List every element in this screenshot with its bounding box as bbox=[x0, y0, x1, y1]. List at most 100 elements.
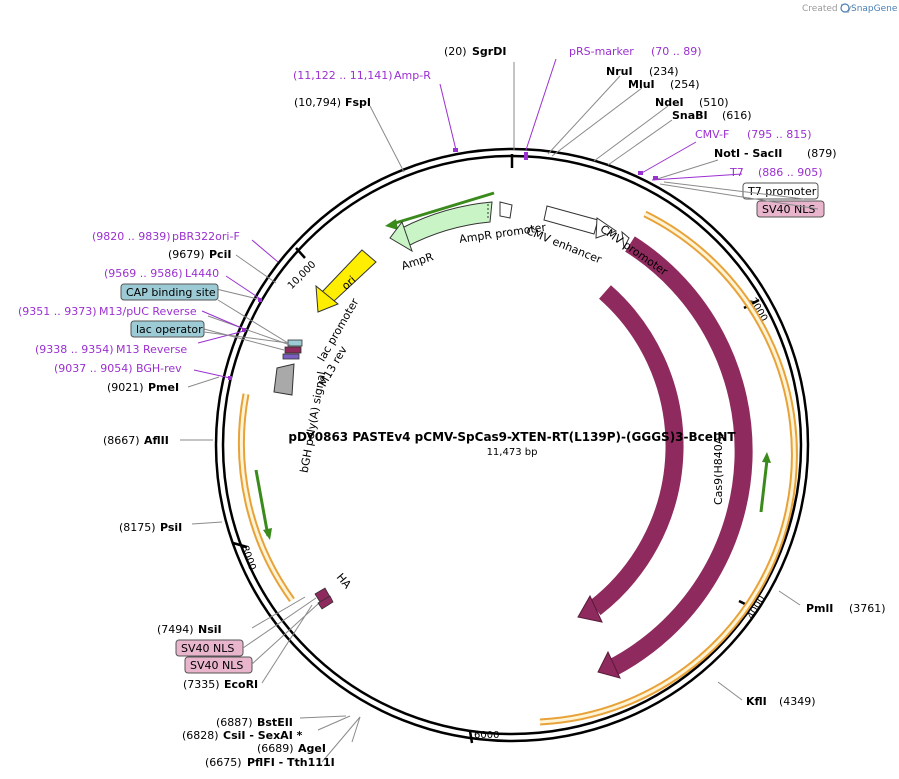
snapgene-logo-icon bbox=[840, 3, 850, 13]
primer-name-m13-reverse: M13 Reverse bbox=[116, 343, 187, 356]
site-pos-nrui: (234) bbox=[649, 65, 679, 78]
cap-site-label: CAP binding site bbox=[126, 286, 216, 299]
primer-name-pbr322ori-f: pBR322ori-F bbox=[172, 230, 240, 243]
site-pos-fspi: (10,794) bbox=[294, 96, 341, 109]
ampr-head bbox=[389, 220, 413, 253]
site-pos-pcii: (9679) bbox=[168, 248, 205, 261]
credit-brand: SnapGene bbox=[851, 4, 898, 14]
sv40-nls-box-top bbox=[756, 200, 825, 218]
sv40-nls-label-b: SV40 NLS bbox=[190, 659, 243, 672]
site-pos-snabi: (616) bbox=[722, 109, 752, 122]
orf-arrow-left-head bbox=[263, 528, 272, 540]
sv40-nls-label-a: SV40 NLS bbox=[181, 642, 234, 655]
sv40-nls-box-b bbox=[184, 656, 253, 674]
tick-label-10000: 10,000 bbox=[286, 259, 319, 292]
orf-arrow-top bbox=[391, 191, 495, 226]
site-pos-ecori: (7335) bbox=[183, 678, 220, 691]
site-name-agei: AgeI bbox=[298, 742, 326, 755]
bgh-feature bbox=[273, 363, 295, 396]
cas9-arc bbox=[589, 285, 684, 616]
site-pos-pmei: (9021) bbox=[107, 381, 144, 394]
primer-range-m13-reverse: (9338 .. 9354) bbox=[35, 343, 114, 356]
site-pos-kfli: (4349) bbox=[779, 695, 816, 708]
t7-box-leader bbox=[663, 181, 805, 200]
cas9-h840a-label: Cas9(H840A) bbox=[712, 432, 725, 505]
t7-promoter-label: T7 promoter bbox=[747, 185, 817, 198]
ha-label: HA bbox=[334, 571, 354, 592]
lac-op-leader bbox=[203, 331, 289, 344]
primer-range-m13-puc: (9351 .. 9373) bbox=[18, 305, 97, 318]
primer-range-prs-marker: (70 .. 89) bbox=[651, 45, 702, 58]
site-name-pflfi: PflFI - Tth111I bbox=[247, 756, 335, 769]
m13-rev-feature bbox=[284, 346, 302, 354]
site-pos-psii: (8175) bbox=[119, 521, 156, 534]
tick-10000 bbox=[295, 247, 306, 259]
site-name-csii: CsiI - SexAI * bbox=[223, 729, 303, 742]
tick-6000 bbox=[468, 730, 474, 744]
site-name-nsii: NsiI bbox=[198, 623, 222, 636]
site-name-pmli: PmlI bbox=[806, 602, 833, 615]
site-name-fspi: FspI bbox=[345, 96, 371, 109]
lac-operator-box bbox=[130, 320, 205, 338]
primer-name-l4440: L4440 bbox=[185, 267, 219, 280]
site-name-mlui: MluI bbox=[628, 78, 655, 91]
site-pos-csii: (6828) bbox=[182, 729, 219, 742]
site-name-bsteii: BstEII bbox=[257, 716, 293, 729]
site-pos-mlui: (254) bbox=[670, 78, 700, 91]
tick-8000 bbox=[232, 541, 248, 549]
site-pos-noti-sacii: (879) bbox=[807, 147, 837, 160]
ampr-label: AmpR bbox=[400, 250, 436, 273]
primer-range-cmv-f: (795 .. 815) bbox=[747, 128, 812, 141]
primer-marks bbox=[228, 148, 658, 380]
site-leaders bbox=[180, 62, 801, 763]
map-title: pDY0863 PASTEv4 pCMV-SpCas9-XTEN-RT(L139… bbox=[288, 430, 736, 444]
orf-arc-left-inner bbox=[239, 393, 294, 601]
site-labels: (20) SgrDI NruI (234) MluI (254) NdeI (5… bbox=[103, 45, 886, 769]
cap-site-box bbox=[120, 283, 219, 301]
primer-name-amp-r: Amp-R bbox=[394, 69, 431, 82]
site-pos-ndei: (510) bbox=[699, 96, 729, 109]
site-name-pmei: PmeI bbox=[148, 381, 179, 394]
cmv-enhancer-head bbox=[595, 217, 618, 239]
nls-feature-b bbox=[317, 595, 334, 610]
cas9-h840a-head bbox=[597, 650, 621, 679]
site-name-kfli: KflI bbox=[746, 695, 767, 708]
map-length: 11,473 bp bbox=[487, 447, 538, 458]
cap-leader bbox=[217, 299, 289, 344]
cmv-promoter-label: CMV promoter bbox=[598, 222, 671, 278]
primer-name-t7: T7 bbox=[729, 166, 744, 179]
site-pos-pmli: (3761) bbox=[849, 602, 886, 615]
primer-range-pbr322ori-f: (9820 .. 9839) bbox=[92, 230, 171, 243]
site-pos-agei: (6689) bbox=[257, 742, 294, 755]
site-name-aflii: AflII bbox=[144, 434, 169, 447]
site-pos-pflfi: (6675) bbox=[205, 756, 242, 769]
site-pos-nsii: (7494) bbox=[157, 623, 194, 636]
primer-labels: pRS-marker (70 .. 89) CMV-F (795 .. 815)… bbox=[18, 45, 823, 375]
site-pos-sgrdi: (20) bbox=[444, 45, 467, 58]
cmv-enhancer-feature bbox=[543, 205, 599, 235]
orf-arrow-right-head bbox=[762, 452, 771, 463]
orf-arrow-right bbox=[759, 459, 769, 513]
primer-name-bgh-rev: BGH-rev bbox=[136, 362, 182, 375]
primer-name-prs-marker: pRS-marker bbox=[569, 45, 634, 58]
cas9-h840a-arc bbox=[607, 236, 753, 676]
primer-range-bgh-rev: (9037 .. 9054) bbox=[54, 362, 133, 375]
site-pos-bsteii: (6887) bbox=[216, 716, 253, 729]
credit-prefix: Created by bbox=[802, 4, 852, 14]
lac-promoter-feature bbox=[282, 353, 300, 360]
primer-range-t7: (886 .. 905) bbox=[758, 166, 823, 179]
backbone-outer bbox=[214, 147, 810, 743]
ori-head bbox=[315, 284, 339, 313]
cmv-promoter-feature bbox=[621, 230, 630, 250]
t7-promoter-box bbox=[742, 182, 819, 200]
sv40-nls-label-top: SV40 NLS bbox=[762, 203, 815, 216]
primer-range-l4440: (9569 .. 9586) bbox=[104, 267, 183, 280]
site-pos-aflii: (8667) bbox=[103, 434, 140, 447]
tick-label-6000: 6000 bbox=[474, 730, 499, 741]
site-name-ndei: NdeI bbox=[655, 96, 684, 109]
lac-operator-label: lac operator bbox=[136, 323, 203, 336]
cas9-label: Cas9 bbox=[684, 450, 697, 480]
site-name-snabi: SnaBI bbox=[672, 109, 708, 122]
site-name-noti-sacii: NotI - SacII bbox=[714, 147, 782, 160]
orf-arrow-top-head bbox=[385, 219, 398, 230]
